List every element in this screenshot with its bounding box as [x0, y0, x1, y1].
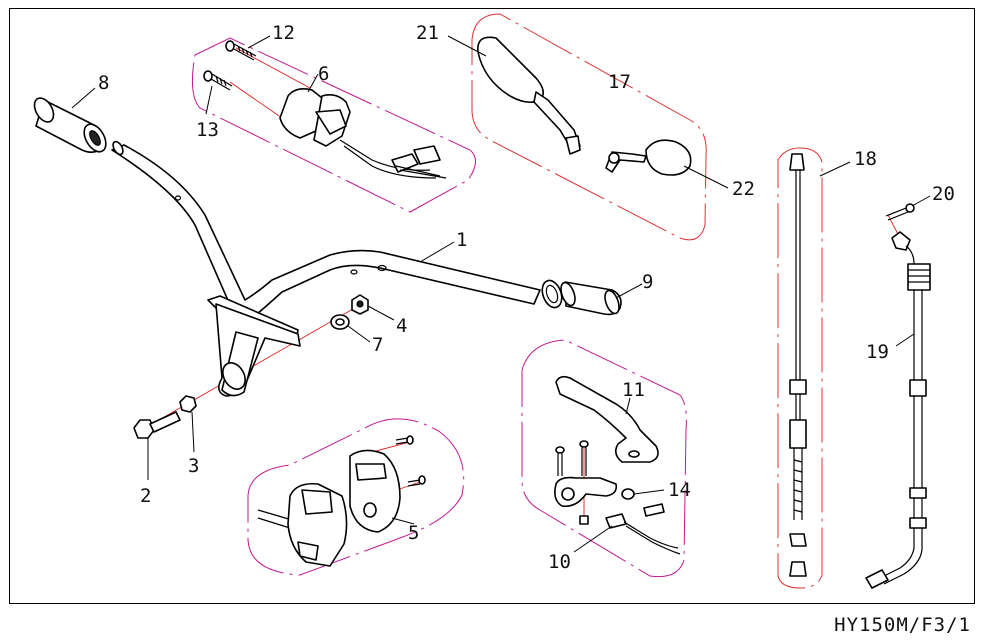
- callout-8: 8: [98, 72, 109, 94]
- leader-line-22: [683, 165, 729, 189]
- screw-part-13: [203, 70, 233, 91]
- callout-14: 14: [668, 479, 691, 501]
- group-outline-mirrors: [471, 13, 707, 241]
- screw-part-12: [225, 40, 257, 61]
- bolt-part-2: [133, 411, 181, 439]
- leader-line-6: [307, 73, 319, 93]
- brake-lever-part-11: [555, 375, 659, 463]
- drawing-code: HY150M/F3/1: [834, 614, 971, 636]
- leader-line-13: [205, 85, 213, 115]
- group-outline-switch-right: [247, 418, 465, 576]
- callout-12: 12: [272, 22, 295, 44]
- leader-line-9: [615, 283, 643, 299]
- throttle-cable-part-18: [789, 153, 807, 577]
- leader-line-5: [391, 517, 415, 525]
- mirror-left-part-21: [477, 36, 581, 155]
- brake-cable-part-19: [865, 231, 931, 589]
- group-outline-brake-lever: [521, 339, 687, 578]
- leader-line-14: [633, 489, 665, 495]
- axis-line-screw-13: [229, 81, 283, 119]
- leader-line-19: [895, 333, 915, 347]
- callout-19: 19: [866, 341, 889, 363]
- leader-line-18: [819, 161, 851, 177]
- callout-7: 7: [372, 334, 383, 356]
- axis-line-screws-5: [371, 441, 411, 453]
- mirror-right-part-22: [605, 139, 692, 176]
- callout-22: 22: [732, 178, 755, 200]
- handlebar-part-1: [111, 140, 541, 397]
- callout-4: 4: [396, 315, 407, 337]
- callout-3: 3: [188, 455, 199, 477]
- leader-line-21: [447, 35, 487, 57]
- drawing-frame: [9, 8, 975, 604]
- callout-10: 10: [548, 551, 571, 573]
- callout-20: 20: [932, 183, 955, 205]
- callout-11: 11: [622, 379, 645, 401]
- callout-2: 2: [140, 485, 151, 507]
- callout-21: 21: [416, 22, 439, 44]
- lever-holder-part-14: [554, 440, 665, 525]
- leader-line-11: [625, 397, 631, 415]
- leader-line-1: [419, 241, 455, 263]
- callout-17: 17: [608, 71, 631, 93]
- washer-part-7: [330, 314, 350, 330]
- callout-5: 5: [408, 522, 419, 544]
- screw-pair-part-5: [395, 435, 426, 487]
- leader-line-10: [573, 525, 613, 553]
- callout-1: 1: [456, 229, 467, 251]
- leader-line-8: [71, 87, 96, 109]
- grip-left-part-8: [33, 97, 107, 154]
- brake-switch-part-10: [605, 513, 681, 555]
- leader-line-12: [247, 35, 271, 49]
- switch-left-part-6: [279, 88, 447, 179]
- leader-line-7: [347, 325, 371, 343]
- group-outline-switch-left: [191, 37, 476, 213]
- nut-part-3: [179, 395, 197, 413]
- grip-right-part-9: [541, 279, 622, 316]
- callout-13: 13: [196, 119, 219, 141]
- switch-right-part-5: [257, 449, 401, 567]
- leader-line-20: [911, 195, 931, 207]
- leader-line-3: [191, 411, 195, 453]
- group-outline-cable-18: [777, 147, 823, 589]
- nut-part-4: [351, 294, 369, 315]
- callout-6: 6: [318, 63, 329, 85]
- leader-line-4: [367, 305, 395, 321]
- screw-part-20: [885, 203, 915, 221]
- callout-9: 9: [642, 271, 653, 293]
- callout-18: 18: [854, 148, 877, 170]
